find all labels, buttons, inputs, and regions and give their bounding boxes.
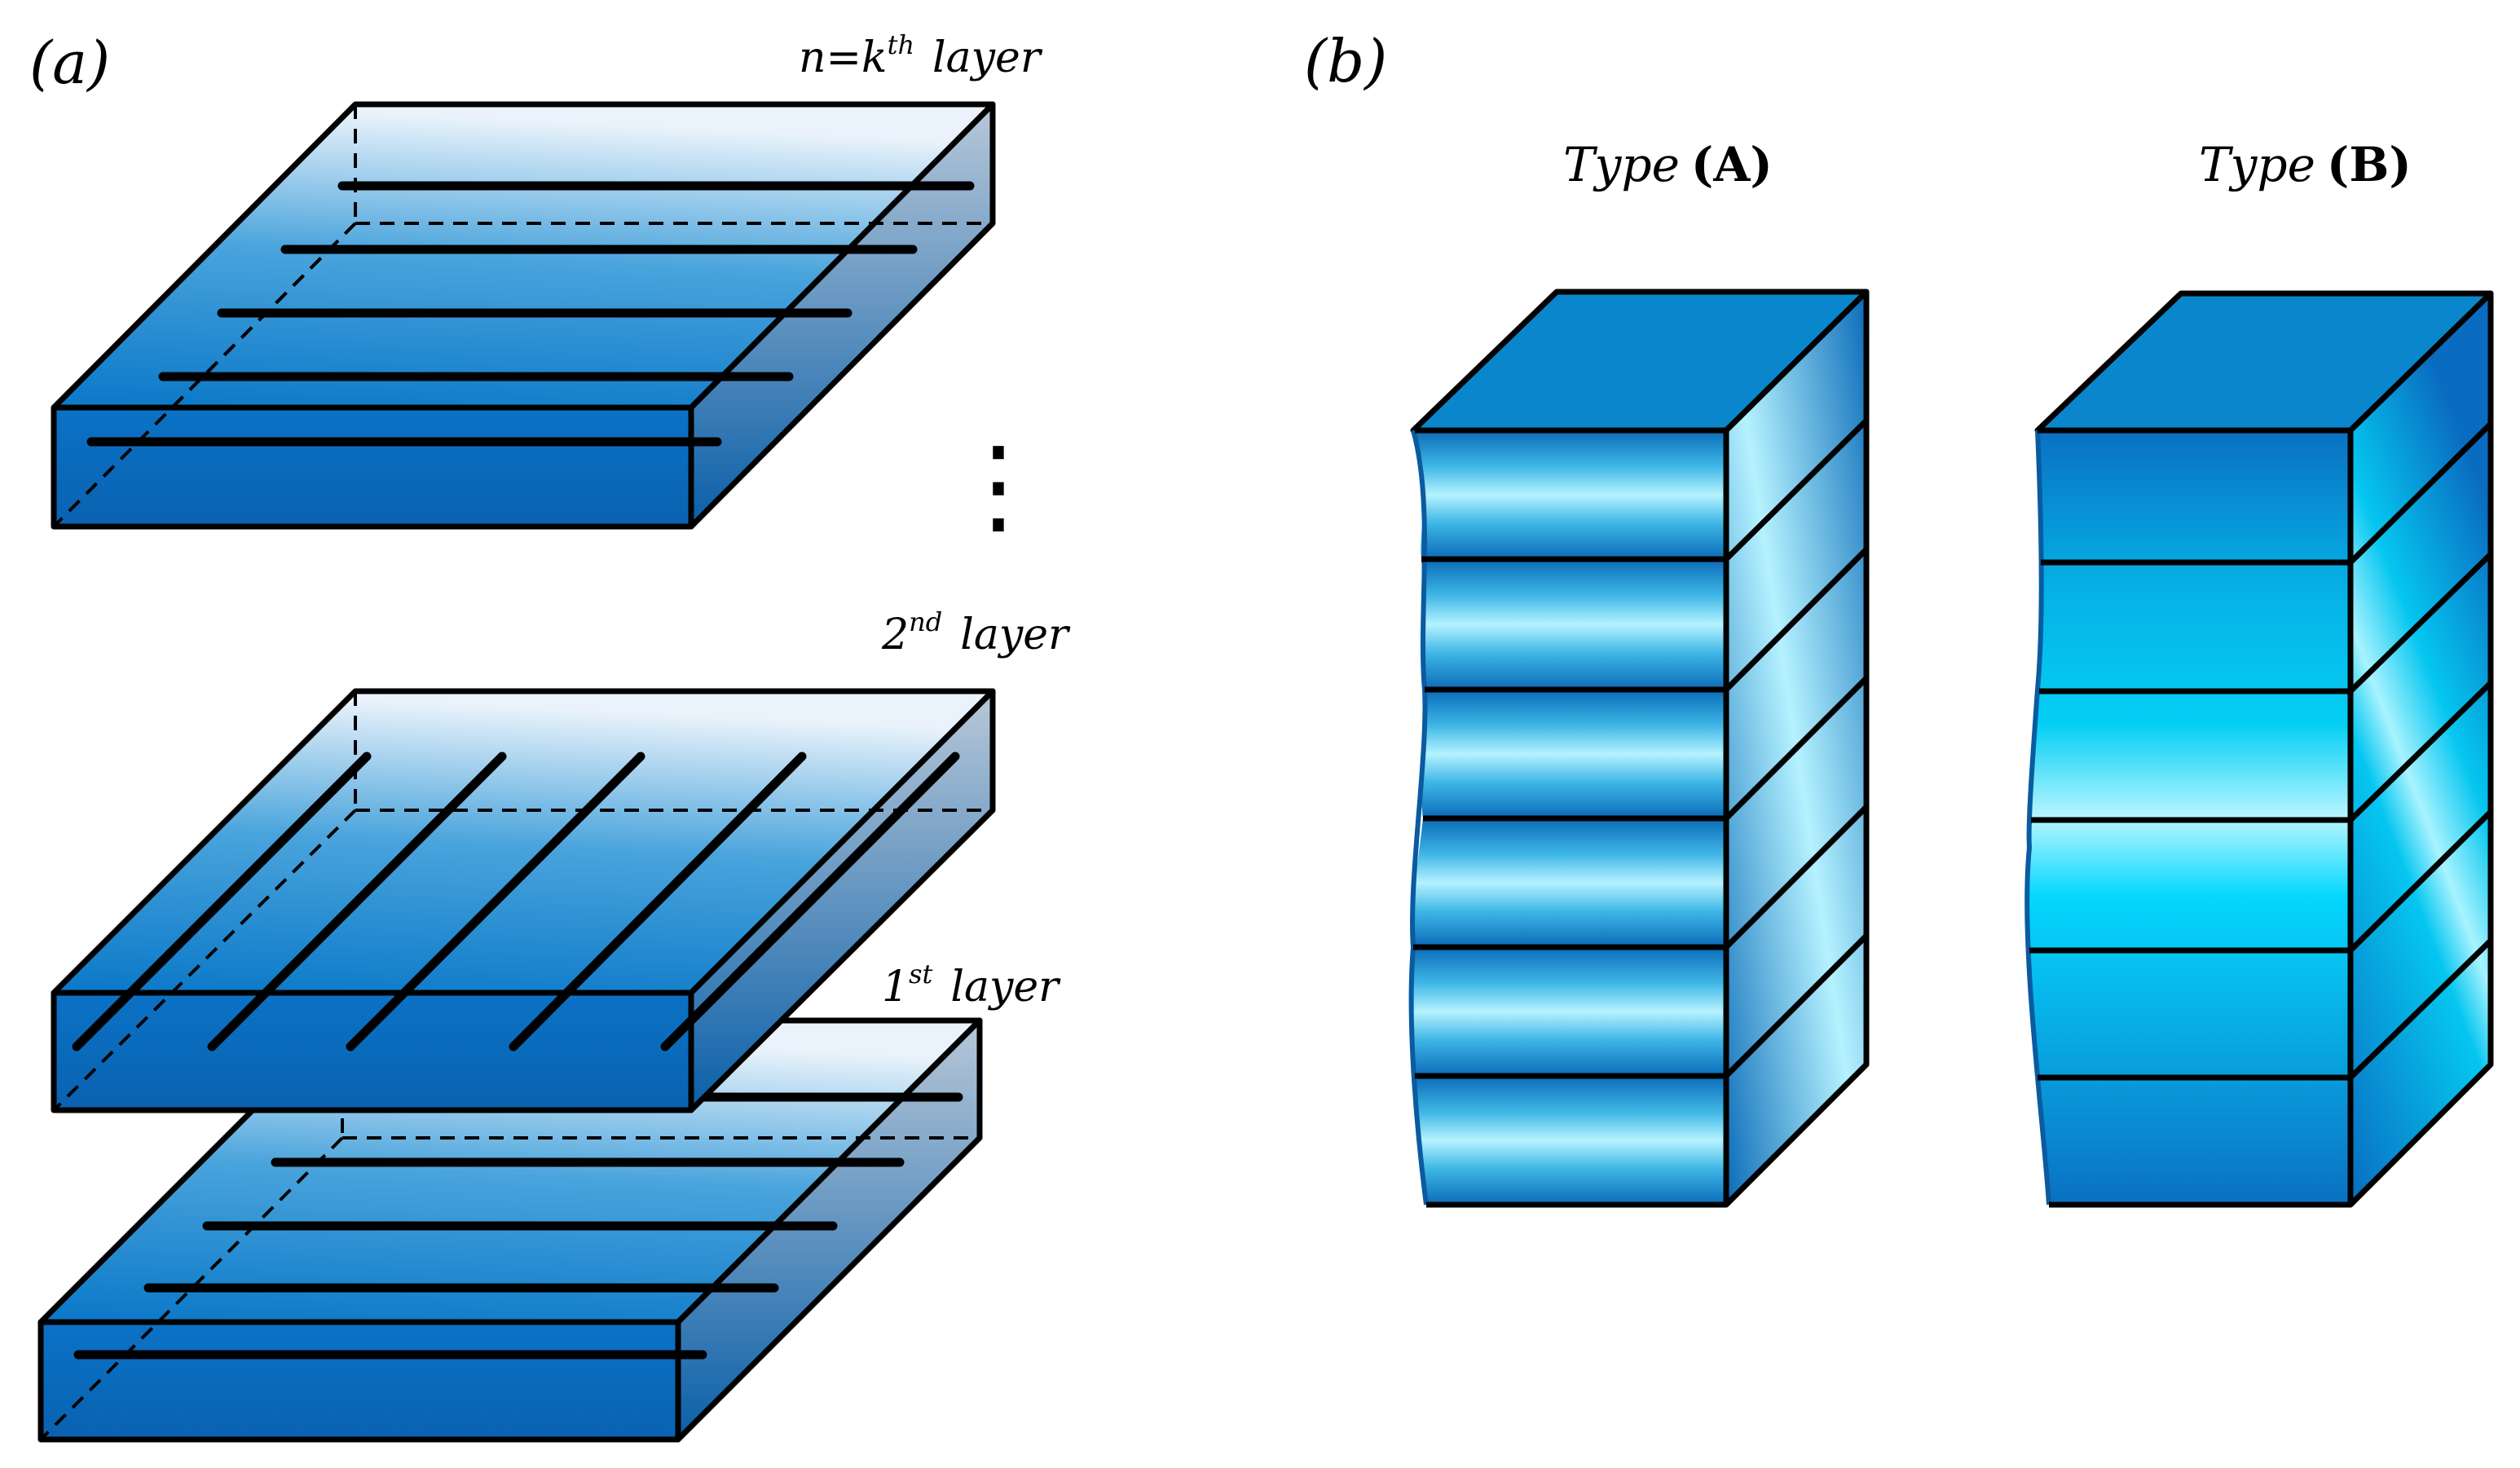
panel-b-label: (b) xyxy=(1304,27,1387,95)
type-a-title: Type(A) xyxy=(1563,137,1773,192)
slab-2nd-front-face xyxy=(51,990,694,1113)
column-b-side-divider xyxy=(2348,421,2493,565)
column-a-side-divider xyxy=(1724,676,1869,821)
panel-b: (b) Type(A) Type(B) xyxy=(1304,27,2494,1208)
slab-2nd-hidden-edge xyxy=(52,809,357,1112)
column-b-side-divider xyxy=(2348,681,2493,822)
panel-a-label: (a) xyxy=(29,29,110,97)
fiber xyxy=(509,752,807,1051)
column-a-side-divider xyxy=(1724,547,1869,692)
fiber xyxy=(72,752,372,1051)
column-b-side-divider xyxy=(2348,938,2493,1080)
column-a-side-divider xyxy=(1724,418,1869,562)
column-a-side-divider xyxy=(1724,805,1869,950)
fiber xyxy=(207,752,507,1051)
column-type-b xyxy=(2024,290,2494,1208)
column-a-side-divider xyxy=(1724,933,1869,1078)
layer-stripe xyxy=(1421,690,1726,818)
layer-stripe xyxy=(1408,947,1726,1076)
slab-1st-hidden-edge xyxy=(39,1136,344,1441)
column-b-side-divider xyxy=(2348,809,2493,953)
layer-ellipsis: ⋮ xyxy=(945,423,1051,547)
layer-stripe xyxy=(1412,818,1726,947)
column-type-a xyxy=(1408,289,1870,1208)
layer-stripe xyxy=(1415,1076,1726,1205)
type-b-title: Type(B) xyxy=(2199,137,2412,192)
column-a-stripes xyxy=(1408,430,1726,1205)
slab-kth-hidden-edge xyxy=(52,222,357,528)
fiber xyxy=(660,752,960,1051)
layer-stripe xyxy=(1421,559,1726,690)
slab-kth-front-face xyxy=(51,404,694,530)
slab-2nd-layer xyxy=(51,688,996,1113)
layer-stripe xyxy=(1413,430,1726,559)
column-b-side-divider xyxy=(2348,552,2493,694)
column-b-left-edge xyxy=(2024,430,2051,1206)
slab-1st-front-face xyxy=(37,1319,681,1443)
fiber xyxy=(346,752,645,1051)
slab-kth-layer xyxy=(51,101,996,530)
